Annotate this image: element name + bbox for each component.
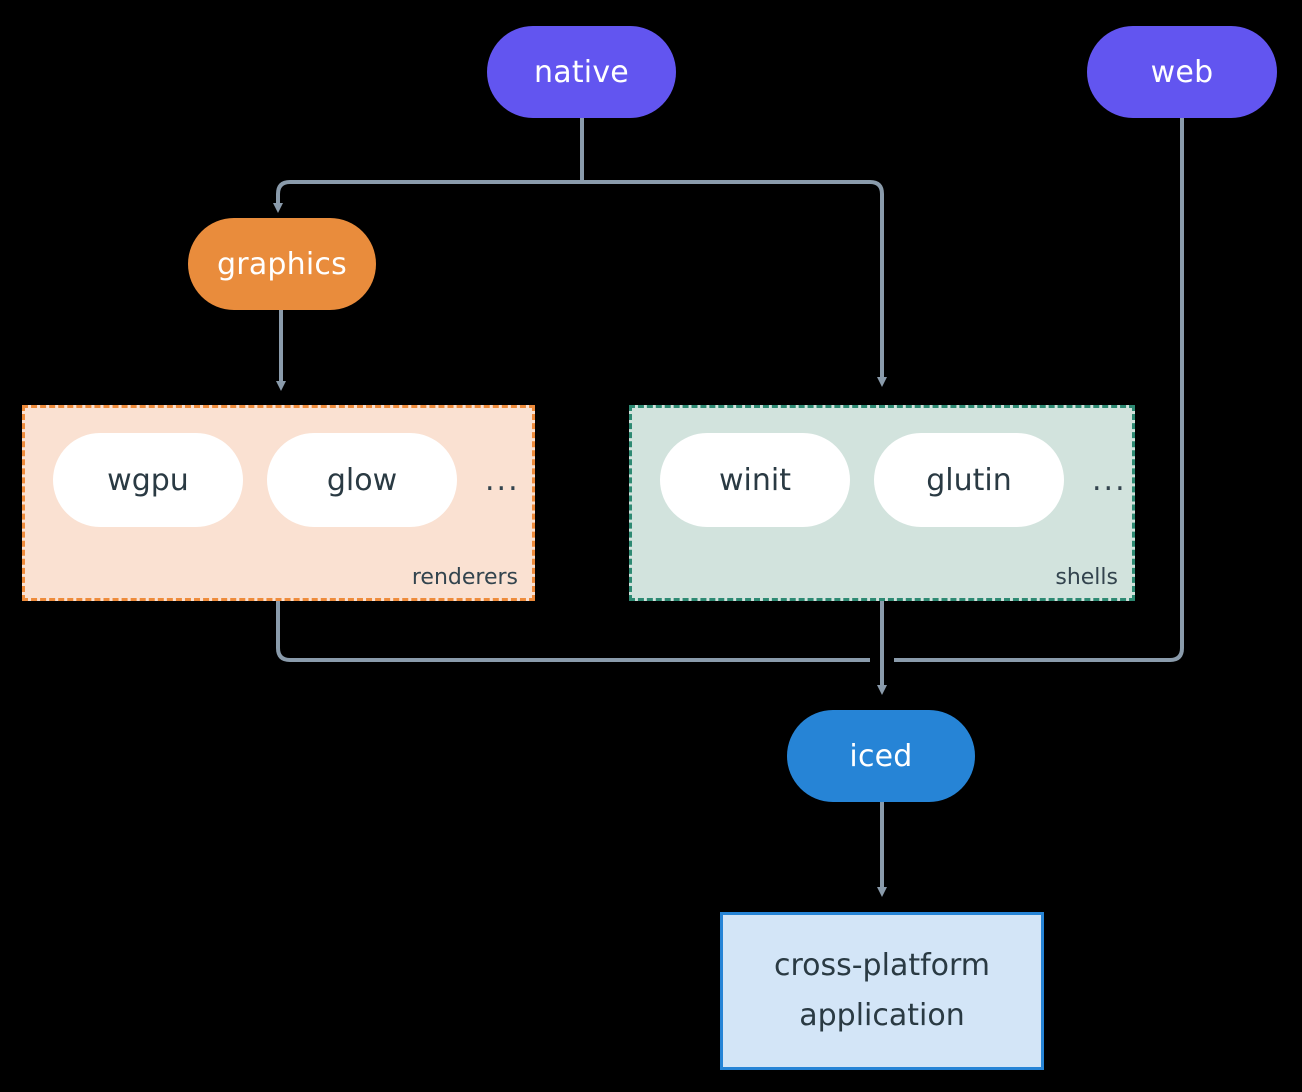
group-renderers-items: wgpu glow ... (53, 433, 520, 527)
node-native[interactable]: native (487, 26, 676, 118)
node-iced[interactable]: iced (787, 710, 975, 802)
edge-native-to-graphics (273, 180, 582, 213)
application-label-line1: cross-platform (773, 948, 991, 984)
group-shells-label: shells (1055, 565, 1118, 590)
node-web[interactable]: web (1087, 26, 1277, 118)
node-glow[interactable]: glow (267, 433, 457, 527)
shells-ellipsis: ... (1092, 462, 1127, 498)
group-renderers[interactable]: wgpu glow ... renderers (22, 405, 535, 601)
node-wgpu-label: wgpu (107, 462, 189, 498)
node-wgpu[interactable]: wgpu (53, 433, 243, 527)
node-web-label: web (1150, 54, 1214, 90)
node-glow-label: glow (326, 462, 398, 498)
node-glutin[interactable]: glutin (874, 433, 1064, 527)
node-native-label: native (534, 54, 629, 90)
node-graphics[interactable]: graphics (188, 218, 376, 310)
node-glutin-label: glutin (926, 462, 1012, 498)
node-winit[interactable]: winit (660, 433, 850, 527)
group-shells[interactable]: winit glutin ... shells (629, 405, 1135, 601)
node-winit-label: winit (719, 462, 791, 498)
renderers-ellipsis: ... (485, 462, 520, 498)
node-graphics-label: graphics (217, 246, 347, 282)
group-shells-items: winit glutin ... (660, 433, 1127, 527)
node-iced-label: iced (849, 738, 913, 774)
edge-native-to-shells (582, 180, 887, 387)
application-label-line2: application (799, 998, 965, 1033)
edge-renderers-to-iced (276, 601, 870, 662)
group-renderers-label: renderers (411, 565, 518, 590)
node-cross-platform-application[interactable]: cross-platform application (720, 912, 1044, 1070)
